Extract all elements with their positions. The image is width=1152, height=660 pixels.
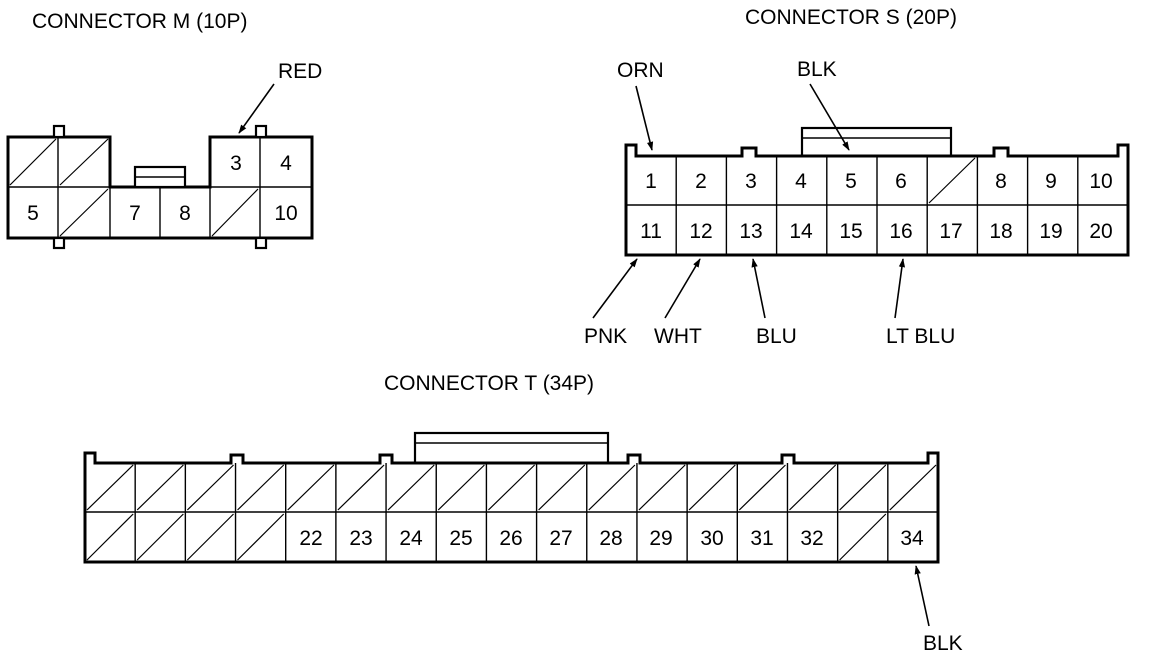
- connector-t-unused-cavity: [387, 464, 435, 511]
- connector-m-pin-number: 3: [230, 152, 242, 175]
- connector-s-pin-number: 17: [939, 220, 962, 243]
- wire-color-label: RED: [278, 60, 322, 83]
- connector-t-unused-cavity: [889, 464, 937, 511]
- connector-s-pin-number: 10: [1089, 170, 1112, 193]
- connector-s-pin-number: 20: [1089, 220, 1112, 243]
- connector-s-wire-callout: PNK: [584, 258, 638, 348]
- connector-s-pin-number: 6: [895, 170, 907, 193]
- connector-t-unused-cavity: [487, 464, 536, 511]
- connector-m-unused-cavity: [59, 138, 109, 186]
- connector-t-body: [83, 451, 940, 564]
- connector-t-pin-number: 28: [599, 527, 622, 550]
- connector-t-unused-cavity: [237, 464, 285, 511]
- connector-m-wire-callout: RED: [238, 60, 322, 134]
- connector-s-unused-cavity: [928, 157, 976, 204]
- connector-s-wire-callout: ORN: [617, 59, 664, 151]
- wire-color-label: BLU: [756, 325, 797, 348]
- connector-t-unused-cavity: [287, 464, 335, 511]
- connector-t-unused-cavity: [789, 464, 837, 511]
- connector-t-unused-cavity: [538, 464, 586, 511]
- connector-t-unused-cavity: [839, 464, 887, 511]
- connector-t-unused-cavity: [86, 464, 134, 511]
- connector-m-key-tab: [254, 124, 268, 139]
- connector-t-pin-number: 27: [549, 527, 572, 550]
- connector-s-pin-number: 14: [789, 220, 813, 243]
- connector-t-pin-number: 29: [649, 527, 672, 550]
- connector-t-pin-number: 34: [900, 527, 924, 550]
- connector-m-unused-cavity: [211, 188, 259, 237]
- connector-s-pin-number: 13: [739, 220, 762, 243]
- connector-m-unused-cavity: [9, 138, 57, 186]
- wire-color-label: ORN: [617, 59, 664, 82]
- connector-s-wire-callout: BLU: [751, 258, 797, 348]
- connector-t-unused-cavity: [136, 464, 184, 511]
- connector-s-pin-number: 9: [1045, 170, 1057, 193]
- connector-t-unused-cavity: [688, 464, 736, 511]
- wire-color-label: LT BLU: [886, 325, 955, 348]
- wire-color-label: WHT: [654, 325, 702, 348]
- connector-s-body: [624, 143, 1130, 257]
- connector-s-pin-number: 3: [745, 170, 757, 193]
- connector-s-wire-callout: LT BLU: [886, 258, 955, 348]
- connector-s-title: CONNECTOR S (20P): [745, 6, 957, 29]
- connector-s-pin-number: 18: [989, 220, 1012, 243]
- connector-s-pin-number: 4: [795, 170, 807, 193]
- connector-m-title: CONNECTOR M (10P): [32, 10, 247, 33]
- connector-t-unused-cavity: [86, 513, 134, 561]
- connector-t-unused-cavity: [186, 464, 234, 511]
- connector-t-pin-number: 24: [399, 527, 423, 550]
- connector-t-pin-number: 25: [449, 527, 472, 550]
- connector-m-key-tab: [254, 236, 268, 250]
- connector-s-pin-number: 2: [695, 170, 707, 193]
- connector-s: CONNECTOR S (20P) 1 2 3 4 5 6 8 9 10 11 …: [584, 6, 1130, 348]
- connector-t-latch: [413, 431, 610, 465]
- connector-t: CONNECTOR T (34P) 22 23 24 25 26 27 28 2…: [83, 372, 963, 655]
- connector-t-wire-callout: BLK: [914, 565, 963, 655]
- connector-m-pin-number: 8: [179, 202, 191, 225]
- connector-t-unused-cavity: [437, 464, 485, 511]
- connector-t-unused-cavity: [136, 513, 184, 561]
- connector-t-pin-number: 23: [349, 527, 372, 550]
- connector-m-key-tab: [52, 124, 66, 139]
- connector-m-pin-number: 7: [129, 202, 141, 225]
- connector-m-pin-number: 5: [27, 202, 39, 225]
- connector-t-pin-number: 32: [800, 527, 823, 550]
- connector-s-pin-number: 15: [839, 220, 862, 243]
- wire-color-label: BLK: [797, 58, 837, 81]
- connector-s-pin-number: 11: [640, 220, 662, 243]
- connector-s-wire-callout: BLK: [797, 58, 850, 151]
- wire-color-label: BLK: [923, 632, 963, 655]
- connector-m-pin-number: 4: [280, 152, 292, 175]
- connector-t-unused-cavity: [186, 513, 234, 561]
- connector-s-pin-number: 1: [645, 170, 657, 193]
- connector-s-pin-number: 8: [995, 170, 1007, 193]
- connector-t-unused-cavity: [237, 513, 285, 561]
- connector-s-latch: [800, 126, 953, 158]
- connector-t-pin-number: 31: [750, 527, 773, 550]
- connector-t-unused-cavity: [638, 464, 686, 511]
- connector-m-key-tab: [52, 236, 66, 250]
- connector-s-pin-number: 5: [845, 170, 857, 193]
- connector-m: CONNECTOR M (10P) 3 4 5 7 8 10: [6, 10, 322, 250]
- connector-s-pin-number: 12: [689, 220, 712, 243]
- connector-s-wire-callout: WHT: [654, 258, 702, 348]
- connector-t-unused-cavity: [738, 464, 786, 511]
- connector-t-unused-cavity: [839, 513, 887, 561]
- connector-s-pin-number: 16: [889, 220, 912, 243]
- connector-t-pin-number: 26: [499, 527, 522, 550]
- connector-m-latch: [133, 165, 187, 189]
- connector-t-pin-number: 30: [700, 527, 723, 550]
- connector-t-title: CONNECTOR T (34P): [384, 372, 594, 395]
- connector-t-pin-number: 22: [299, 527, 322, 550]
- wire-color-label: PNK: [584, 325, 627, 348]
- connector-m-unused-cavity: [59, 188, 109, 237]
- connector-t-unused-cavity: [337, 464, 385, 511]
- connector-s-pin-number: 19: [1039, 220, 1062, 243]
- connector-m-pin-number: 10: [274, 202, 297, 225]
- connector-t-unused-cavity: [588, 464, 636, 511]
